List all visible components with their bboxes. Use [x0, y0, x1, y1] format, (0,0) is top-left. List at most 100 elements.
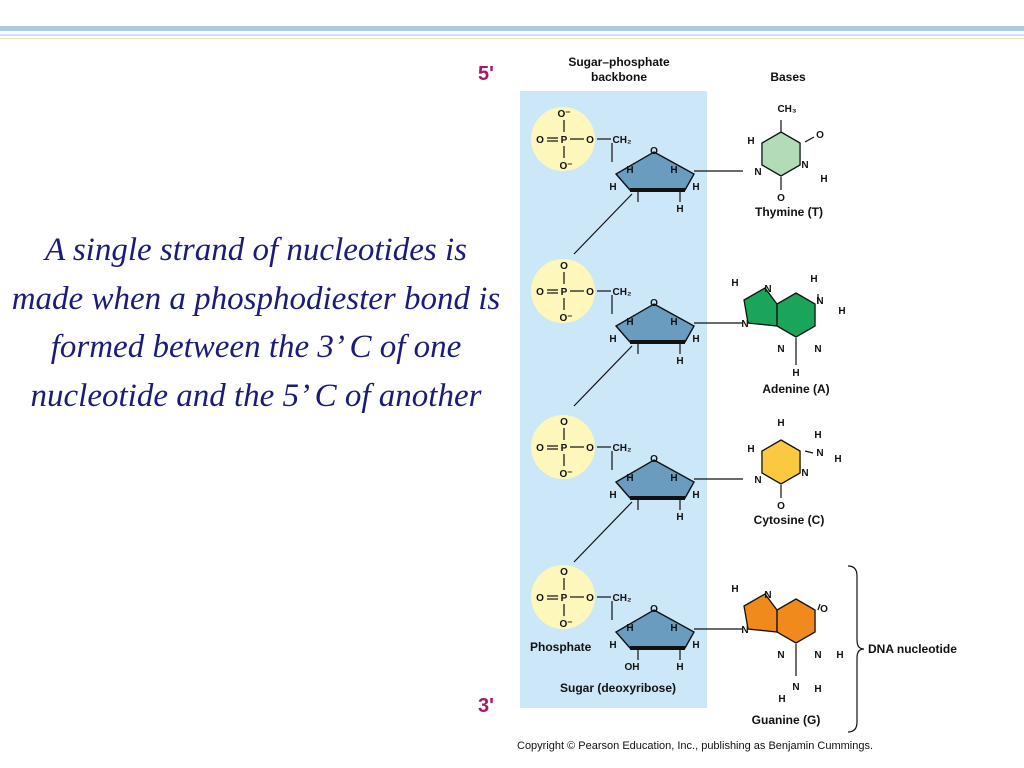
nitrogen-atom: N	[741, 625, 748, 636]
bases-header: Bases	[770, 70, 806, 84]
phosphate-circle	[531, 415, 595, 479]
hydrogen-atom: H	[747, 136, 754, 147]
nitrogen-atom: N	[764, 590, 771, 601]
nitrogen-atom: N	[816, 448, 823, 459]
dna-nucleotide-label: DNA nucleotide	[868, 642, 957, 656]
ch2-group: CH₂	[613, 593, 632, 604]
nitrogen-atom: N	[764, 284, 771, 295]
hydrogen-atom: H	[676, 662, 683, 673]
hydrogen-atom: H	[609, 490, 616, 501]
nitrogen-atom: N	[754, 475, 761, 486]
base-ring	[776, 598, 816, 644]
hydrogen-atom: H	[626, 623, 633, 634]
phosphodiester-bond	[573, 501, 633, 563]
bond	[817, 603, 821, 611]
hydrogen-atom: H	[814, 430, 821, 441]
sugar-label: Sugar (deoxyribose)	[560, 681, 676, 695]
nitrogen-atom: N	[801, 160, 808, 171]
oxygen-atom: O	[777, 501, 785, 512]
hydrogen-atom: H	[670, 165, 677, 176]
nitrogen-atom: N	[777, 650, 784, 661]
phosphate-circle	[531, 259, 595, 323]
phosphorus-atom: P	[561, 593, 568, 604]
nitrogen-atom: N	[816, 296, 823, 307]
hydrogen-atom: H	[626, 165, 633, 176]
hydrogen-atom: H	[670, 473, 677, 484]
oxygen-atom: O	[816, 130, 824, 141]
base-ring	[776, 292, 816, 338]
bond	[804, 136, 815, 143]
hydrogen-atom: H	[836, 650, 843, 661]
backbone-header-line2: backbone	[591, 70, 647, 84]
ring-oxygen: O	[650, 604, 658, 615]
header-rule-thin	[0, 34, 1024, 36]
hydrogen-atom: H	[731, 584, 738, 595]
oxygen-atom: O	[536, 593, 544, 604]
five-prime-end-label: 5'	[478, 63, 494, 85]
hydrogen-atom: H	[609, 334, 616, 345]
base-ring	[761, 131, 801, 177]
hydrogen-atom: H	[778, 694, 785, 705]
ch2-group: CH₂	[613, 135, 632, 146]
hydroxyl-group: OH	[625, 662, 640, 673]
hydrogen-atom: H	[609, 182, 616, 193]
hydrogen-atom: H	[626, 317, 633, 328]
phosphate-circle	[531, 565, 595, 629]
nitrogen-atom: N	[754, 167, 761, 178]
oxygen-atom: O⁻	[559, 619, 572, 630]
three-prime-end-label: 3'	[478, 695, 494, 717]
hydrogen-atom: H	[838, 306, 845, 317]
oxygen-atom: O	[560, 417, 568, 428]
header-rule-thick	[0, 26, 1024, 31]
oxygen-atom: O⁻	[559, 161, 572, 172]
base-name-label: Thymine (T)	[755, 205, 823, 219]
hydrogen-atom: H	[747, 444, 754, 455]
ring-oxygen: O	[650, 298, 658, 309]
oxygen-atom: O⁻	[557, 109, 570, 120]
oxygen-atom: O⁻	[559, 469, 572, 480]
phosphodiester-bond	[573, 345, 633, 407]
phosphodiester-bond	[573, 193, 633, 255]
copyright-notice: Copyright © Pearson Education, Inc., pub…	[517, 740, 874, 752]
nucleotide-bracket	[847, 565, 865, 733]
hydrogen-atom: H	[670, 317, 677, 328]
nitrogen-atom: N	[814, 344, 821, 355]
base-name-label: Cytosine (C)	[754, 513, 825, 527]
oxygen-atom: O	[536, 443, 544, 454]
ch2-group: CH₂	[613, 287, 632, 298]
hydrogen-atom: H	[731, 278, 738, 289]
hydrogen-atom: H	[792, 368, 799, 379]
hydrogen-atom: H	[692, 334, 699, 345]
methyl-group: CH₃	[777, 104, 796, 115]
ring-oxygen: O	[650, 146, 658, 157]
backbone-header-line1: Sugar–phosphate	[568, 55, 670, 69]
oxygen-atom: O	[586, 287, 594, 298]
nitrogen-atom: N	[801, 468, 808, 479]
nitrogen-atom: N	[792, 682, 799, 693]
base-ring	[761, 439, 801, 485]
base-ring	[743, 287, 778, 327]
bond	[804, 450, 814, 454]
ch2-group: CH₂	[613, 443, 632, 454]
hydrogen-atom: H	[692, 490, 699, 501]
hydrogen-atom: H	[626, 473, 633, 484]
slide-caption: A single strand of nucleotides is made w…	[11, 232, 501, 414]
hydrogen-atom: H	[676, 356, 683, 367]
hydrogen-atom: H	[834, 454, 841, 465]
oxygen-atom: O	[586, 593, 594, 604]
nitrogen-atom: N	[777, 344, 784, 355]
base-name-label: Adenine (A)	[762, 382, 829, 396]
phosphorus-atom: P	[561, 443, 568, 454]
oxygen-atom: O	[536, 135, 544, 146]
hydrogen-atom: H	[676, 512, 683, 523]
phosphate-label: Phosphate	[530, 640, 592, 654]
oxygen-atom: O	[560, 261, 568, 272]
hydrogen-atom: H	[692, 640, 699, 651]
phosphate-circle	[531, 107, 595, 171]
oxygen-atom: O⁻	[559, 313, 572, 324]
nitrogen-atom: N	[814, 650, 821, 661]
hydrogen-atom: H	[676, 204, 683, 215]
base-ring	[743, 593, 778, 633]
